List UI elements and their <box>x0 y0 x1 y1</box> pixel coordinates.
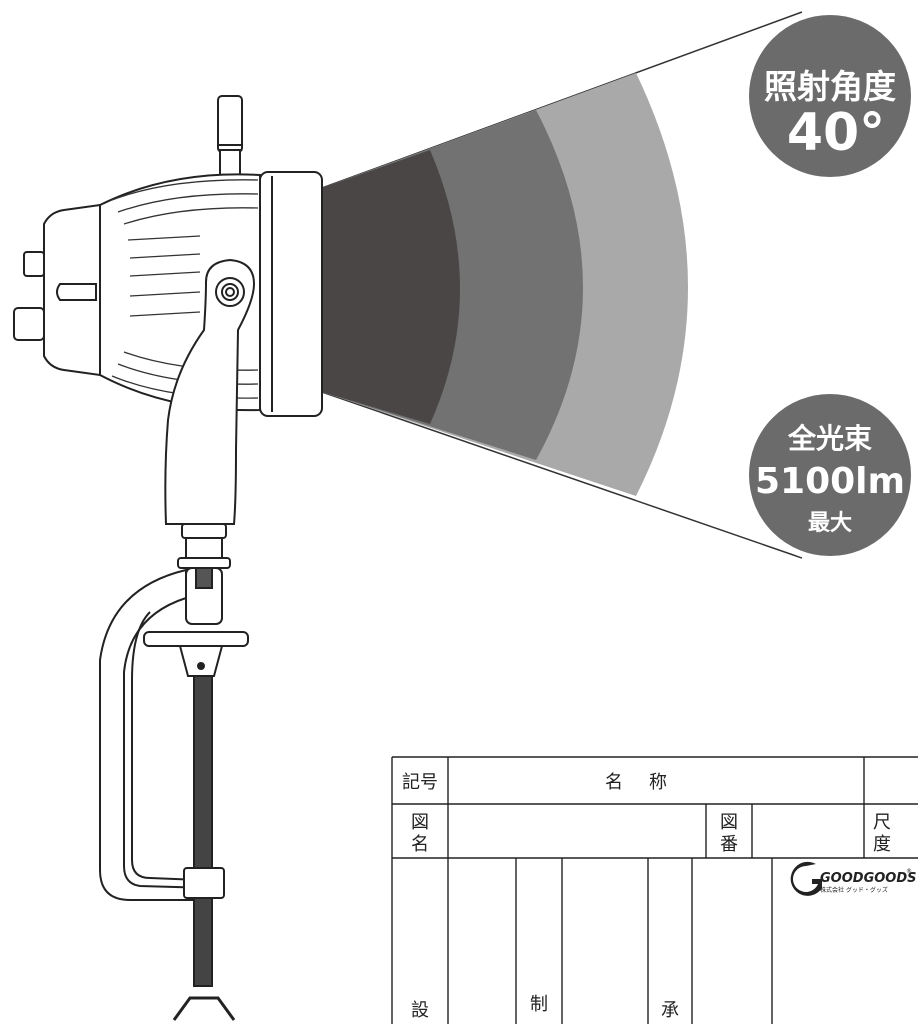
beam-band-inner <box>322 150 460 424</box>
drawing-no-a: 図 <box>720 812 738 833</box>
angle-label: 照射角度 <box>764 67 896 106</box>
scale-b: 度 <box>873 834 891 855</box>
name-header-a: 名 <box>605 772 623 793</box>
yoke-arm <box>164 258 256 525</box>
made-label: 制 <box>530 994 548 1015</box>
logo-registered-mark: ® <box>906 868 912 875</box>
company-logo: GOODGOODS 株式会社 グッド・グッズ ® <box>790 861 917 896</box>
flux-value: 5100lm <box>755 461 905 502</box>
drawing-no-b: 番 <box>720 834 738 855</box>
approved-label: 承 <box>661 1000 679 1021</box>
flux-label: 全光束 <box>787 422 872 455</box>
drawing-name-a: 図 <box>411 812 429 833</box>
top-handle <box>217 95 243 153</box>
name-header-b: 称 <box>649 772 667 793</box>
wing-nut <box>172 996 236 1021</box>
drawing-name-b: 名 <box>411 834 429 855</box>
beam-edge-top <box>321 11 803 189</box>
angle-value: 40° <box>787 103 885 163</box>
clamp-screw <box>193 675 213 987</box>
logo-company: 株式会社 グッド・グッズ <box>820 886 888 894</box>
floodlight-lamp <box>13 95 323 625</box>
scale-a: 尺 <box>873 812 891 833</box>
logo-mark-icon <box>790 861 822 896</box>
c-clamp <box>99 568 249 1021</box>
clamp-jaw <box>143 631 249 647</box>
flux-badge: 全光束 5100lm 最大 <box>743 388 917 562</box>
rear-knob-lower <box>13 307 45 341</box>
light-beam <box>321 11 803 559</box>
title-block: 記号 名 称 図 名 図 番 尺 度 設 制 承 GOODGOODS 株式会社 … <box>391 756 918 1024</box>
logo-name: GOODGOODS <box>820 871 917 886</box>
symbol-header: 記号 <box>402 772 438 793</box>
front-bezel <box>259 171 323 417</box>
mount-collar <box>181 523 227 539</box>
beam-edge-bottom <box>321 391 803 559</box>
flux-note: 最大 <box>808 511 852 536</box>
rear-knob-upper <box>23 251 45 277</box>
angle-badge: 照射角度 40° <box>743 9 917 183</box>
design-label: 設 <box>411 1000 429 1021</box>
